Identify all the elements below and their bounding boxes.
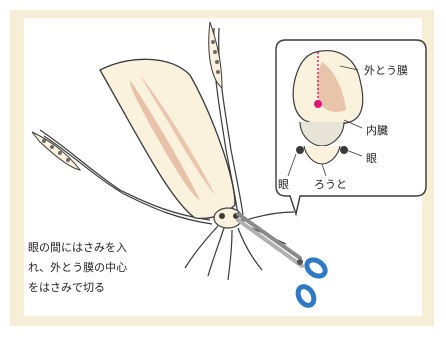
squid-head — [214, 208, 242, 228]
label-eye-left: 眼 — [278, 176, 289, 192]
label-eye-right: 眼 — [366, 150, 377, 166]
scissors — [238, 214, 328, 308]
tentacle-club-top — [209, 22, 222, 88]
tentacle-club-left — [32, 132, 80, 170]
squid-mantle — [100, 59, 235, 218]
label-mantle-membrane: 外とう膜 — [364, 62, 408, 78]
instruction-line-2: れ、外とう膜の中心 — [28, 258, 168, 278]
cut-center-dot — [314, 100, 322, 108]
label-funnel: ろうと — [314, 176, 347, 192]
instruction-line-3: をはさみで切る — [28, 278, 168, 298]
instruction-text: 眼の間にはさみを入 れ、外とう膜の中心 をはさみで切る — [28, 238, 168, 298]
instruction-line-1: 眼の間にはさみを入 — [28, 238, 168, 258]
label-internal-organs: 内臓 — [366, 122, 388, 138]
